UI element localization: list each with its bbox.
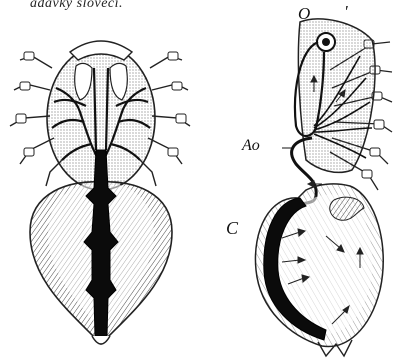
right-figure-lateral-view: [255, 19, 392, 356]
left-figure-dorsal-view: [10, 41, 190, 344]
label-tick-mark: ': [344, 2, 348, 22]
eye-ostium: [317, 33, 335, 51]
label-o: O: [298, 4, 310, 24]
label-c-heart: C: [226, 218, 238, 239]
label-ao-aorta: Ao: [242, 137, 260, 155]
